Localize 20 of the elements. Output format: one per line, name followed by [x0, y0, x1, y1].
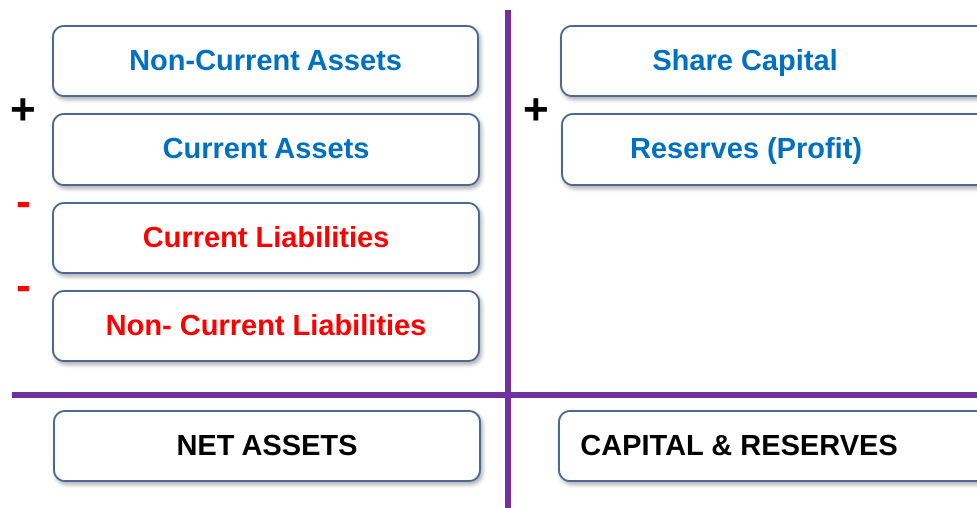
minus-sign: - — [16, 264, 31, 308]
box-text: Share Capital — [652, 44, 838, 78]
label-box — [558, 410, 977, 482]
box-text: NET ASSETS — [176, 430, 358, 462]
label-box — [561, 113, 977, 186]
label-box — [53, 410, 481, 482]
minus-sign: - — [16, 180, 31, 224]
box-text: Non-Current Assets — [129, 44, 402, 78]
box-text: CAPITAL & RESERVES — [580, 430, 898, 462]
label-box — [52, 113, 480, 186]
box-text: Current Assets — [162, 133, 370, 166]
label-box — [52, 290, 480, 362]
box-text: Reserves (Profit) — [630, 133, 862, 166]
label-box — [560, 25, 977, 97]
plus-sign: + — [523, 88, 549, 132]
plus-sign: + — [10, 88, 36, 132]
box-text: Current Liabilities — [142, 222, 390, 254]
box-text: Non- Current Liabilities — [106, 310, 426, 342]
label-box — [52, 25, 479, 97]
label-box — [52, 202, 480, 274]
